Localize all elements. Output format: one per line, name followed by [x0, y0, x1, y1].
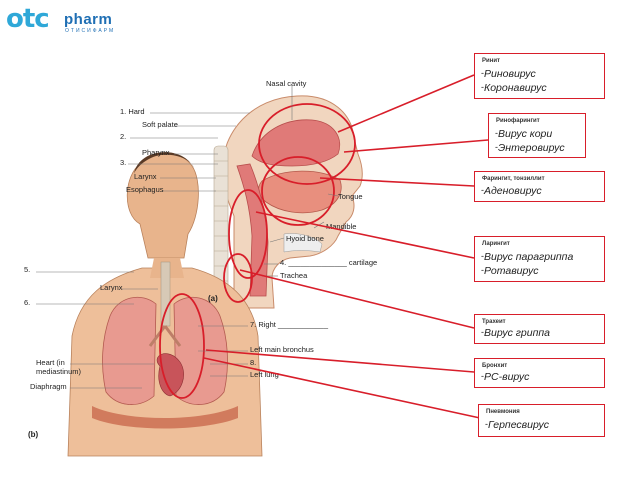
box-item: -Герпесвирус [485, 419, 549, 431]
label-left-main-bronchus: Left main bronchus [250, 345, 314, 354]
label-hyoid-bone: Hyoid bone [286, 234, 324, 243]
logo-brand: pharm [64, 11, 112, 28]
label-larynx-b: Larynx [100, 283, 123, 292]
head-sagittal-section [214, 96, 362, 314]
box-tracheitis: Трахеит -Вирус гриппа [474, 314, 605, 344]
label-2: 2. [120, 132, 126, 141]
anatomy-illustration [22, 46, 472, 476]
box-item: -Энтеровирус [495, 142, 565, 154]
logo-tagline: ОТИСИФАРМ [65, 28, 115, 34]
label-soft-palate: Soft palate [142, 120, 178, 129]
label-mandible: Mandible [326, 222, 356, 231]
label-diaphragm: Diaphragm [30, 382, 67, 391]
label-pharynx: Pharynx [142, 148, 170, 157]
otcpharm-logo: otc pharm ОТИСИФАРМ [6, 4, 124, 38]
box-item: -Вирус кори [495, 128, 552, 140]
box-item: -РС-вирус [481, 371, 529, 383]
label-3: 3. [120, 158, 126, 167]
box-pneumonia: Пневмония -Герпесвирус [478, 404, 605, 437]
logo-mark: otc [6, 4, 49, 34]
label-esophagus: Esophagus [126, 185, 164, 194]
box-title: Бронхит [482, 363, 507, 369]
part-a-label: (a) [208, 294, 218, 303]
box-item: -Вирус парагриппа [481, 251, 573, 263]
label-right-main-bronchus: 7. Right ____________ [250, 320, 328, 329]
label-trachea: Trachea [280, 271, 307, 280]
box-title: Ринит [482, 58, 500, 64]
box-pharyngitis: Фарингит, тонзиллит -Аденовирус [474, 171, 605, 202]
box-title: Ларингит [482, 241, 510, 247]
box-item: -Коронавирус [481, 82, 547, 94]
box-rhinopharyngitis: Ринофарингит -Вирус кори -Энтеровирус [488, 113, 586, 158]
box-bronchitis: Бронхит -РС-вирус [474, 358, 605, 388]
label-5: 5. [24, 265, 30, 274]
label-nasal-cavity: Nasal cavity [266, 79, 306, 88]
label-tongue: Tongue [338, 192, 363, 201]
part-b-label: (b) [28, 430, 38, 439]
label-cartilage: 4. ______________ cartilage [280, 258, 377, 267]
anatomy-figure: Nasal cavity 1. Hard Soft palate 2. Phar… [22, 46, 472, 476]
box-title: Пневмония [486, 409, 520, 415]
label-hard-palate: 1. Hard [120, 107, 145, 116]
box-rhinitis: Ринит -Риновирус -Коронавирус [474, 53, 605, 99]
label-left-lung: Left lung [250, 370, 279, 379]
box-title: Трахеит [482, 319, 506, 325]
label-6: 6. [24, 298, 30, 307]
box-item: -Вирус гриппа [481, 327, 550, 339]
label-mediastinum: mediastinum) [36, 367, 81, 376]
box-laryngitis: Ларингит -Вирус парагриппа -Ротавирус [474, 236, 605, 282]
label-larynx-a: Larynx [134, 172, 157, 181]
box-title: Ринофарингит [496, 118, 540, 124]
box-item: -Риновирус [481, 68, 536, 80]
box-item: -Аденовирус [481, 185, 542, 197]
box-title: Фарингит, тонзиллит [482, 176, 545, 182]
label-heart: Heart (in [36, 358, 65, 367]
box-item: -Ротавирус [481, 265, 539, 277]
label-8: 8. [250, 358, 256, 367]
